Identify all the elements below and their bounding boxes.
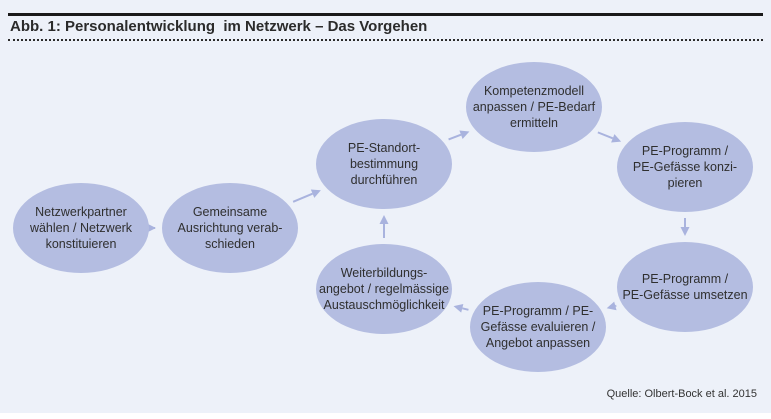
step-label-line: wählen / Netzwerk (29, 221, 133, 235)
flow-arrow-2 (292, 189, 321, 203)
flow-arrow-4 (597, 131, 622, 143)
step-label-line: PE-Standort- (348, 141, 420, 155)
step-label-line: bestimmung (350, 157, 418, 171)
arrow-shaft (292, 192, 313, 203)
step-label-line: angebot / regelmässige (319, 282, 449, 296)
arrow-head-icon (680, 227, 690, 236)
step-ellipse (13, 183, 149, 273)
top-rule (8, 13, 763, 16)
step-ellipse (316, 244, 452, 334)
arrow-head-icon (606, 301, 617, 311)
flow-arrow-7 (453, 303, 469, 313)
arrow-shaft (448, 133, 462, 141)
arrow-head-icon (379, 215, 389, 224)
step-label-line: Austauschmöglichkeit (324, 298, 445, 312)
process-step-4: Kompetenzmodell anpassen / PE-Bedarf ermit… (466, 62, 602, 152)
process-step-6: PE-Programm / PE-Gefässe umsetzen (617, 242, 753, 332)
step-ellipse (617, 122, 753, 212)
step-label-line: Ausrichtung verab- (178, 221, 283, 235)
step-label-line: PE-Gefässe umsetzen (622, 288, 747, 302)
step-label-line: Gemeinsame (193, 205, 267, 219)
step-label-line: Netzwerkpartner (35, 205, 127, 219)
arrow-shaft (462, 307, 469, 311)
nodes-layer: Netzwerkpartner wählen / Netzwerk konstitu… (13, 62, 753, 372)
process-step-5: PE-Programm / PE-Gefässe konzi-pieren (617, 122, 753, 212)
step-label-line: PE-Programm / PE- (483, 304, 593, 318)
step-ellipse (466, 62, 602, 152)
arrow-head-icon (147, 223, 156, 233)
step-label-line: PE-Gefässe konzi- (633, 160, 737, 174)
process-step-8: Weiterbildungs-angebot / regelmässigeAus… (316, 244, 452, 334)
process-step-1: Netzwerkpartner wählen / Netzwerk konstitu… (13, 183, 149, 273)
arrow-head-icon (453, 303, 464, 313)
step-label-line: schieden (205, 237, 255, 251)
arrow-head-icon (611, 134, 622, 143)
flow-arrow-6 (606, 301, 617, 311)
step-ellipse (617, 242, 753, 332)
step-label-line: konstituieren (46, 237, 117, 251)
flow-arrow-5 (680, 218, 690, 236)
step-label-line: durchführen (351, 173, 418, 187)
source-note: Quelle: Olbert-Bock et al. 2015 (606, 388, 757, 400)
flow-arrow-8 (379, 215, 389, 238)
arrow-shaft (597, 131, 614, 140)
title-dotted-divider (8, 39, 763, 41)
step-label-line: PE-Programm / (642, 272, 729, 286)
step-label-line: PE-Programm / (642, 144, 729, 158)
arrow-head-icon (459, 130, 470, 139)
process-step-7: PE-Programm / PE- Gefässe evaluieren / Ang… (470, 282, 606, 372)
step-label-line: pieren (668, 176, 703, 190)
step-label-line: Weiterbildungs- (341, 266, 428, 280)
step-ellipse (470, 282, 606, 372)
step-ellipse (316, 119, 452, 209)
step-label-line: anpassen / PE-Bedarf (473, 100, 596, 114)
flow-arrow-3 (448, 130, 470, 141)
figure-title: Abb. 1: Personalentwicklung im Netzwerk … (10, 18, 428, 35)
step-label-line: Gefässe evaluieren / (481, 320, 596, 334)
arrow-head-icon (310, 189, 321, 198)
step-label-line: Angebot anpassen (486, 336, 590, 350)
step-label-line: Kompetenzmodell (484, 84, 584, 98)
process-step-3: PE-Standort-bestimmung durchführen (316, 119, 452, 209)
step-label-line: ermitteln (510, 116, 558, 130)
step-ellipse (162, 183, 298, 273)
